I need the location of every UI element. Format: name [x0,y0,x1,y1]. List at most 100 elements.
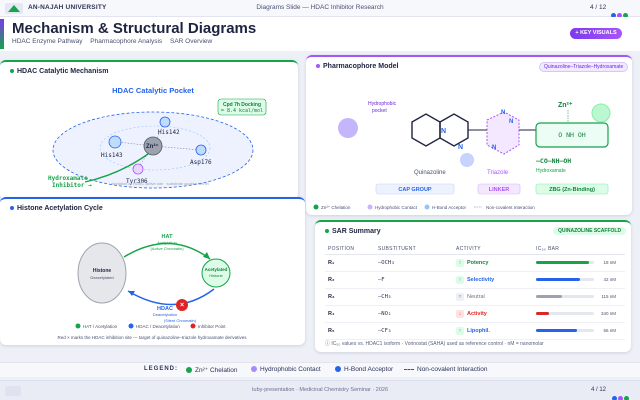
svg-text:–CO–NH–OH: –CO–NH–OH [536,157,571,165]
svg-text:chelation at HDAC active site: chelation at HDAC active site · substrat… [111,181,208,186]
activity-label: Activity [467,311,487,317]
breadcrumb: Diagrams Slide — HDAC Inhibitor Research [256,4,384,11]
column-header: ACTIVITY [453,244,533,255]
scaffold-tag: QUINAZOLINE SCAFFOLD [553,227,627,235]
svg-text:ZBG (Zn-Binding): ZBG (Zn-Binding) [549,187,595,193]
hat-arrow [123,242,211,260]
substituent-cell: –CH₃ [375,288,453,306]
group-cap [375,183,455,195]
svg-text:Asp176: Asp176 [190,159,212,166]
page-indicator: 4 / 12 [590,4,607,11]
svg-text:Histone: Histone [209,273,223,278]
footer-text: tuby-presentation · Medicinal Chemistry … [251,387,389,393]
nav-dot[interactable] [624,396,629,400]
activity-label: Neutral [467,294,485,300]
activity-cell: ≈Neutral [453,288,533,306]
hydrophobic-blob [338,118,358,138]
svg-text:×: × [180,302,184,309]
svg-text:His142: His142 [158,129,180,136]
inhibitor-point [176,299,188,311]
svg-text:HDAC: HDAC [157,306,173,312]
nav-dot[interactable] [612,396,617,400]
ic50-bar-fill [536,295,563,299]
residue-node [108,135,122,149]
activity-icon: ↑ [456,259,464,267]
svg-text:Acetylation: Acetylation [157,240,177,245]
svg-text:Hydrophobic: Hydrophobic [368,101,397,107]
ic50-bar [536,329,594,333]
svg-text:Zn²⁺ Chelation: Zn²⁺ Chelation [321,205,351,210]
hdac-mechanism-card: HDAC Catalytic Mechanism HDAC Catalytic … [0,60,298,200]
svg-text:N: N [441,128,446,135]
substituent-cell: –F [375,271,453,289]
triazole-ring [486,111,520,155]
residue-node [195,144,207,156]
group-zbg [535,183,609,195]
svg-text:(Active Chromatin): (Active Chromatin) [150,246,184,251]
slide-dot[interactable] [617,13,622,18]
column-header: SUBSTITUENT [375,244,453,255]
ic50-bar-fill [536,261,590,265]
inhibitor-path [84,153,149,183]
substituent-cell: –OCH₃ [375,254,453,272]
legend-item: H-Bond Acceptor [335,366,393,373]
svg-text:LINKER: LINKER [489,187,510,193]
svg-text:Hydroxamate: Hydroxamate [536,168,566,174]
svg-text:Deacetylation: Deacetylation [153,312,177,317]
slide-dot[interactable] [611,13,616,18]
svg-text:HDAC / Deacetylation: HDAC / Deacetylation [136,324,180,329]
legend-item: Zn²⁺ Chelation [186,366,237,374]
ic50-bar-fill [536,278,580,282]
svg-text:Zn²⁺: Zn²⁺ [146,143,159,150]
position-cell: R₄ [325,305,375,323]
activity-label: Selectivity [467,277,495,283]
footer-page-indicator: 4 / 12 [591,387,607,393]
card-title: SAR Summary [325,228,381,235]
hdac-arrow [127,288,215,306]
nav-dot[interactable] [618,396,623,400]
benzene-ring [411,113,441,147]
footer: tuby-presentation · Medicinal Chemistry … [0,380,640,400]
activity-icon: ↑ [456,327,464,335]
histone-cycle-card: Histone Acetylation Cycle Histone Deacet… [0,197,305,345]
svg-text:Inhibitor →: Inhibitor → [52,182,92,189]
slide-dots[interactable] [611,5,629,23]
svg-text:CAP GROUP: CAP GROUP [398,187,432,193]
svg-text:Deacetylated: Deacetylated [90,275,113,280]
subtitle-item: HDAC Enzyme Pathway [12,38,83,45]
ic50-cell: 340 nM [533,305,625,323]
position-cell: R₂ [325,271,375,289]
sar-note: ⓘ IC₅₀ values vs. HDAC1 isoform · Vorino… [325,341,544,347]
position-cell: R₁ [325,254,375,272]
h-bond-node [460,153,474,167]
svg-text:Hydroxamate: Hydroxamate [48,175,88,182]
activity-label: Potency [467,260,489,266]
legend-bar: LEGEND: Zn²⁺ Chelation Hydrophobic Conta… [0,362,640,377]
footer-nav[interactable] [612,388,630,400]
residue-node [159,116,171,128]
university-logo-icon [5,3,23,14]
svg-text:Hydrophobic Contact: Hydrophobic Contact [375,205,418,210]
svg-text:N: N [501,110,505,116]
slide-dot[interactable] [623,13,628,18]
slide-header: Mechanism & Structural Diagrams HDAC Enz… [0,17,640,51]
substituent-cell: –CF₃ [375,322,453,340]
activity-label: Lipophil. [467,328,490,334]
table-header-row: POSITION SUBSTITUENT ACTIVITY IC₅₀ BAR [325,244,625,255]
zbg-box [535,122,609,148]
ic50-cell: 42 nM [533,271,625,289]
ic50-value: 18 nM [603,260,616,265]
svg-text:Zn²⁺: Zn²⁺ [558,102,573,109]
svg-text:H-Bond Acceptor: H-Bond Acceptor [432,205,467,210]
key-visuals-button[interactable]: + KEY VISUALS [570,28,622,39]
activity-cell: ↑Selectivity [453,271,533,289]
activity-icon: ↓ [456,310,464,318]
top-bar: AN-NAJAH UNIVERSITY Diagrams Slide — HDA… [0,0,640,18]
hdac-pocket-diagram: HDAC Catalytic Pocket Cpd 7h Docking = 8… [48,86,267,189]
group-linker [477,183,521,195]
card-title: HDAC Catalytic Mechanism [10,68,108,75]
legend-item: Non-covalent Interaction [404,366,487,373]
